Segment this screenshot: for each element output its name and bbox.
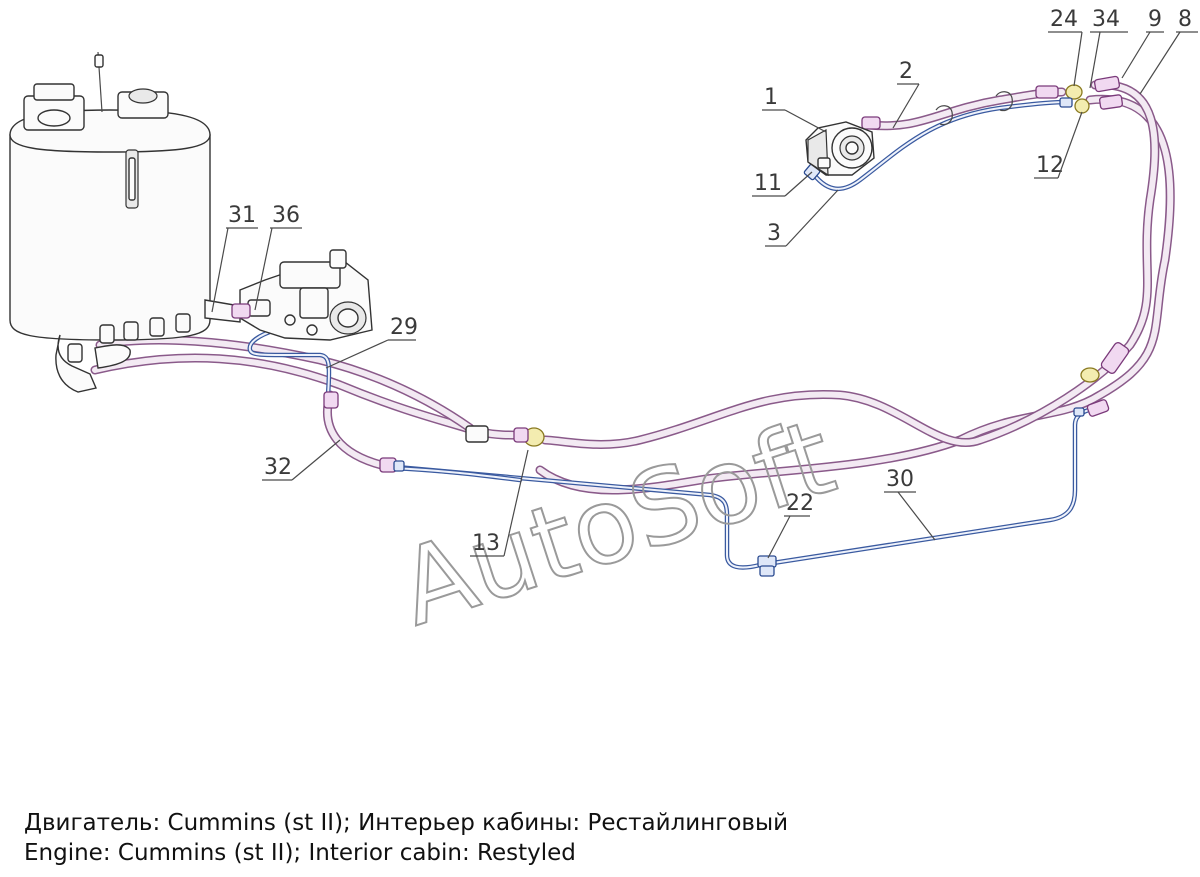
callout-11: 11 xyxy=(752,171,813,197)
callout-label: 2 xyxy=(899,59,913,84)
callout-label: 36 xyxy=(272,203,300,228)
caption: Двигатель: Cummins (st II); Интерьер каб… xyxy=(24,808,1184,868)
callout-9: 9 xyxy=(1121,7,1164,79)
callout-13: 22 xyxy=(767,491,814,559)
callout-29: 29 xyxy=(325,315,418,369)
callout-1: 1 xyxy=(762,85,827,133)
callout-3: 3 xyxy=(765,189,839,247)
callout-24: 24 xyxy=(1048,7,1083,87)
callout-label: 3 xyxy=(767,221,781,246)
tube-pump-outlet xyxy=(387,465,523,483)
callout-12: 12 xyxy=(1034,111,1083,179)
caption-line-en: Engine: Cummins (st II); Interior cabin:… xyxy=(24,840,576,866)
hose-2 xyxy=(865,87,1067,131)
callout-label: 8 xyxy=(1178,7,1192,32)
steering-unit xyxy=(805,121,875,177)
callout-8: 8 xyxy=(1139,7,1198,95)
caption-line-ru: Двигатель: Cummins (st II); Интерьер каб… xyxy=(24,810,789,836)
watermark: AutoSoft xyxy=(385,395,848,649)
callout-31: 31 xyxy=(211,203,258,313)
callout-22: 30 xyxy=(884,467,936,541)
hydraulic-pump xyxy=(231,249,373,341)
callout-label: 11 xyxy=(754,171,782,196)
callout-label: 9 xyxy=(1148,7,1162,32)
callout-34: 34 xyxy=(1089,7,1128,89)
callout-label: 24 xyxy=(1050,7,1078,32)
callout-label: 30 xyxy=(886,467,914,492)
callout-label: 13 xyxy=(472,531,500,556)
callout-label: 34 xyxy=(1092,7,1120,32)
tube-3 xyxy=(809,99,1073,192)
callout-label: 32 xyxy=(264,455,292,480)
callout-30: 13 xyxy=(470,449,529,557)
callout-label: 31 xyxy=(228,203,256,228)
callout-32: 32 xyxy=(262,439,341,481)
callout-36: 36 xyxy=(254,203,302,311)
tube-29 xyxy=(247,327,332,398)
callout-label: 1 xyxy=(764,85,778,110)
callout-2: 2 xyxy=(892,59,920,129)
callout-label: 22 xyxy=(786,491,814,516)
hose-twist-marks xyxy=(935,91,1013,126)
hose-9 xyxy=(540,80,1160,449)
hose-suction xyxy=(90,335,535,440)
hydraulic-system-diagram: AutoSoft 1 2 3 11 24 34 9 8 1 xyxy=(9,7,1198,650)
callout-label: 29 xyxy=(390,315,418,340)
hydraulic-tank xyxy=(9,51,241,393)
